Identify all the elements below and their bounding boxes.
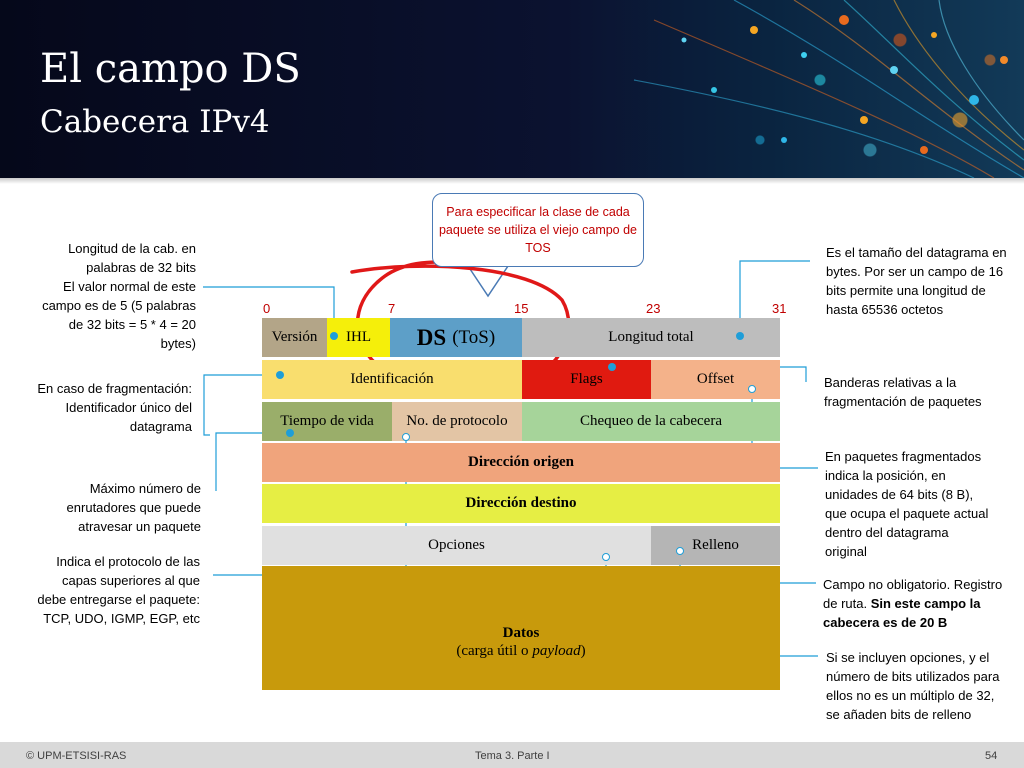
slide-header: El campo DS Cabecera IPv4: [0, 0, 1024, 178]
longitud-annotation: Es el tamaño del datagrama en bytes. Por…: [826, 245, 1007, 317]
longitud-connector-dot: [736, 332, 744, 340]
ihl-connector-dot: [330, 332, 338, 340]
identificacion-annotation: En caso de fragmentación: Identificador …: [37, 381, 192, 434]
field-opciones: Opciones: [262, 526, 651, 565]
bit-number-31: 31: [772, 301, 787, 316]
payload-label: payload: [532, 642, 581, 659]
footer-center-text: Tema 3. Parte I: [475, 750, 550, 762]
bit-number-0: 0: [263, 301, 271, 316]
bit-number-23: 23: [646, 301, 661, 316]
header-divider: [0, 178, 1024, 184]
field-relleno: Relleno: [651, 526, 780, 565]
field-datos-sublabel: (carga útil o payload): [456, 642, 586, 659]
ihl-annotation: Longitud de la cab. en palabras de 32 bi…: [42, 241, 196, 351]
slide-footer: © UPM-ETSISI-RAS Tema 3. Parte I 54: [0, 742, 1024, 768]
bit-number-15: 15: [514, 301, 529, 316]
field-offset: Offset: [651, 360, 780, 399]
field-dir-origen: Dirección origen: [262, 443, 780, 482]
field-tos-label: (ToS): [452, 326, 496, 348]
ds-callout-bubble: Para especificar la clase de cada paquet…: [432, 193, 644, 267]
offset-connector-dot: [748, 385, 756, 393]
field-flags: Flags: [522, 360, 651, 399]
slide-title: El campo DS: [40, 46, 301, 92]
offset-annotation: En paquetes fragmentados indica la posic…: [825, 449, 989, 559]
field-protocolo: No. de protocolo: [392, 402, 522, 441]
flags-connector-dot: [608, 363, 616, 371]
protocolo-connector-dot: [402, 433, 410, 441]
field-chequeo: Chequeo de la cabecera: [522, 402, 780, 441]
ttl-connector-dot: [286, 429, 294, 437]
flags-annotation: Banderas relativas a la fragmentación de…: [824, 375, 982, 409]
protocolo-annotation: Indica el protocolo de las capas superio…: [37, 554, 200, 626]
field-identificacion: Identificación: [262, 360, 522, 399]
relleno-annotation: Si se incluyen opciones, y el número de …: [826, 650, 1000, 722]
field-datos-label: Datos: [502, 624, 540, 641]
field-dir-destino: Dirección destino: [262, 484, 780, 523]
relleno-connector-dot: [676, 547, 684, 555]
field-datos: Datos (carga útil o payload): [262, 566, 780, 690]
field-tiempo-vida: Tiempo de vida: [262, 402, 392, 441]
slide-subtitle: Cabecera IPv4: [40, 104, 270, 140]
opciones-annotation: Campo no obligatorio. Registro de ruta. …: [823, 577, 1003, 630]
opciones-connector-dot: [602, 553, 610, 561]
field-ds-tos: DS (ToS): [390, 318, 522, 357]
fiber-optic-image: [633, 0, 1024, 178]
identificacion-connector-dot: [276, 371, 284, 379]
footer-copyright: © UPM-ETSISI-RAS: [26, 750, 127, 762]
field-ds-label: DS: [416, 324, 447, 350]
ttl-annotation: Máximo número de enrutadores que puede a…: [66, 481, 201, 534]
bit-number-7: 7: [388, 301, 396, 316]
footer-page-number: 54: [985, 750, 998, 762]
field-version: Versión: [262, 318, 327, 357]
